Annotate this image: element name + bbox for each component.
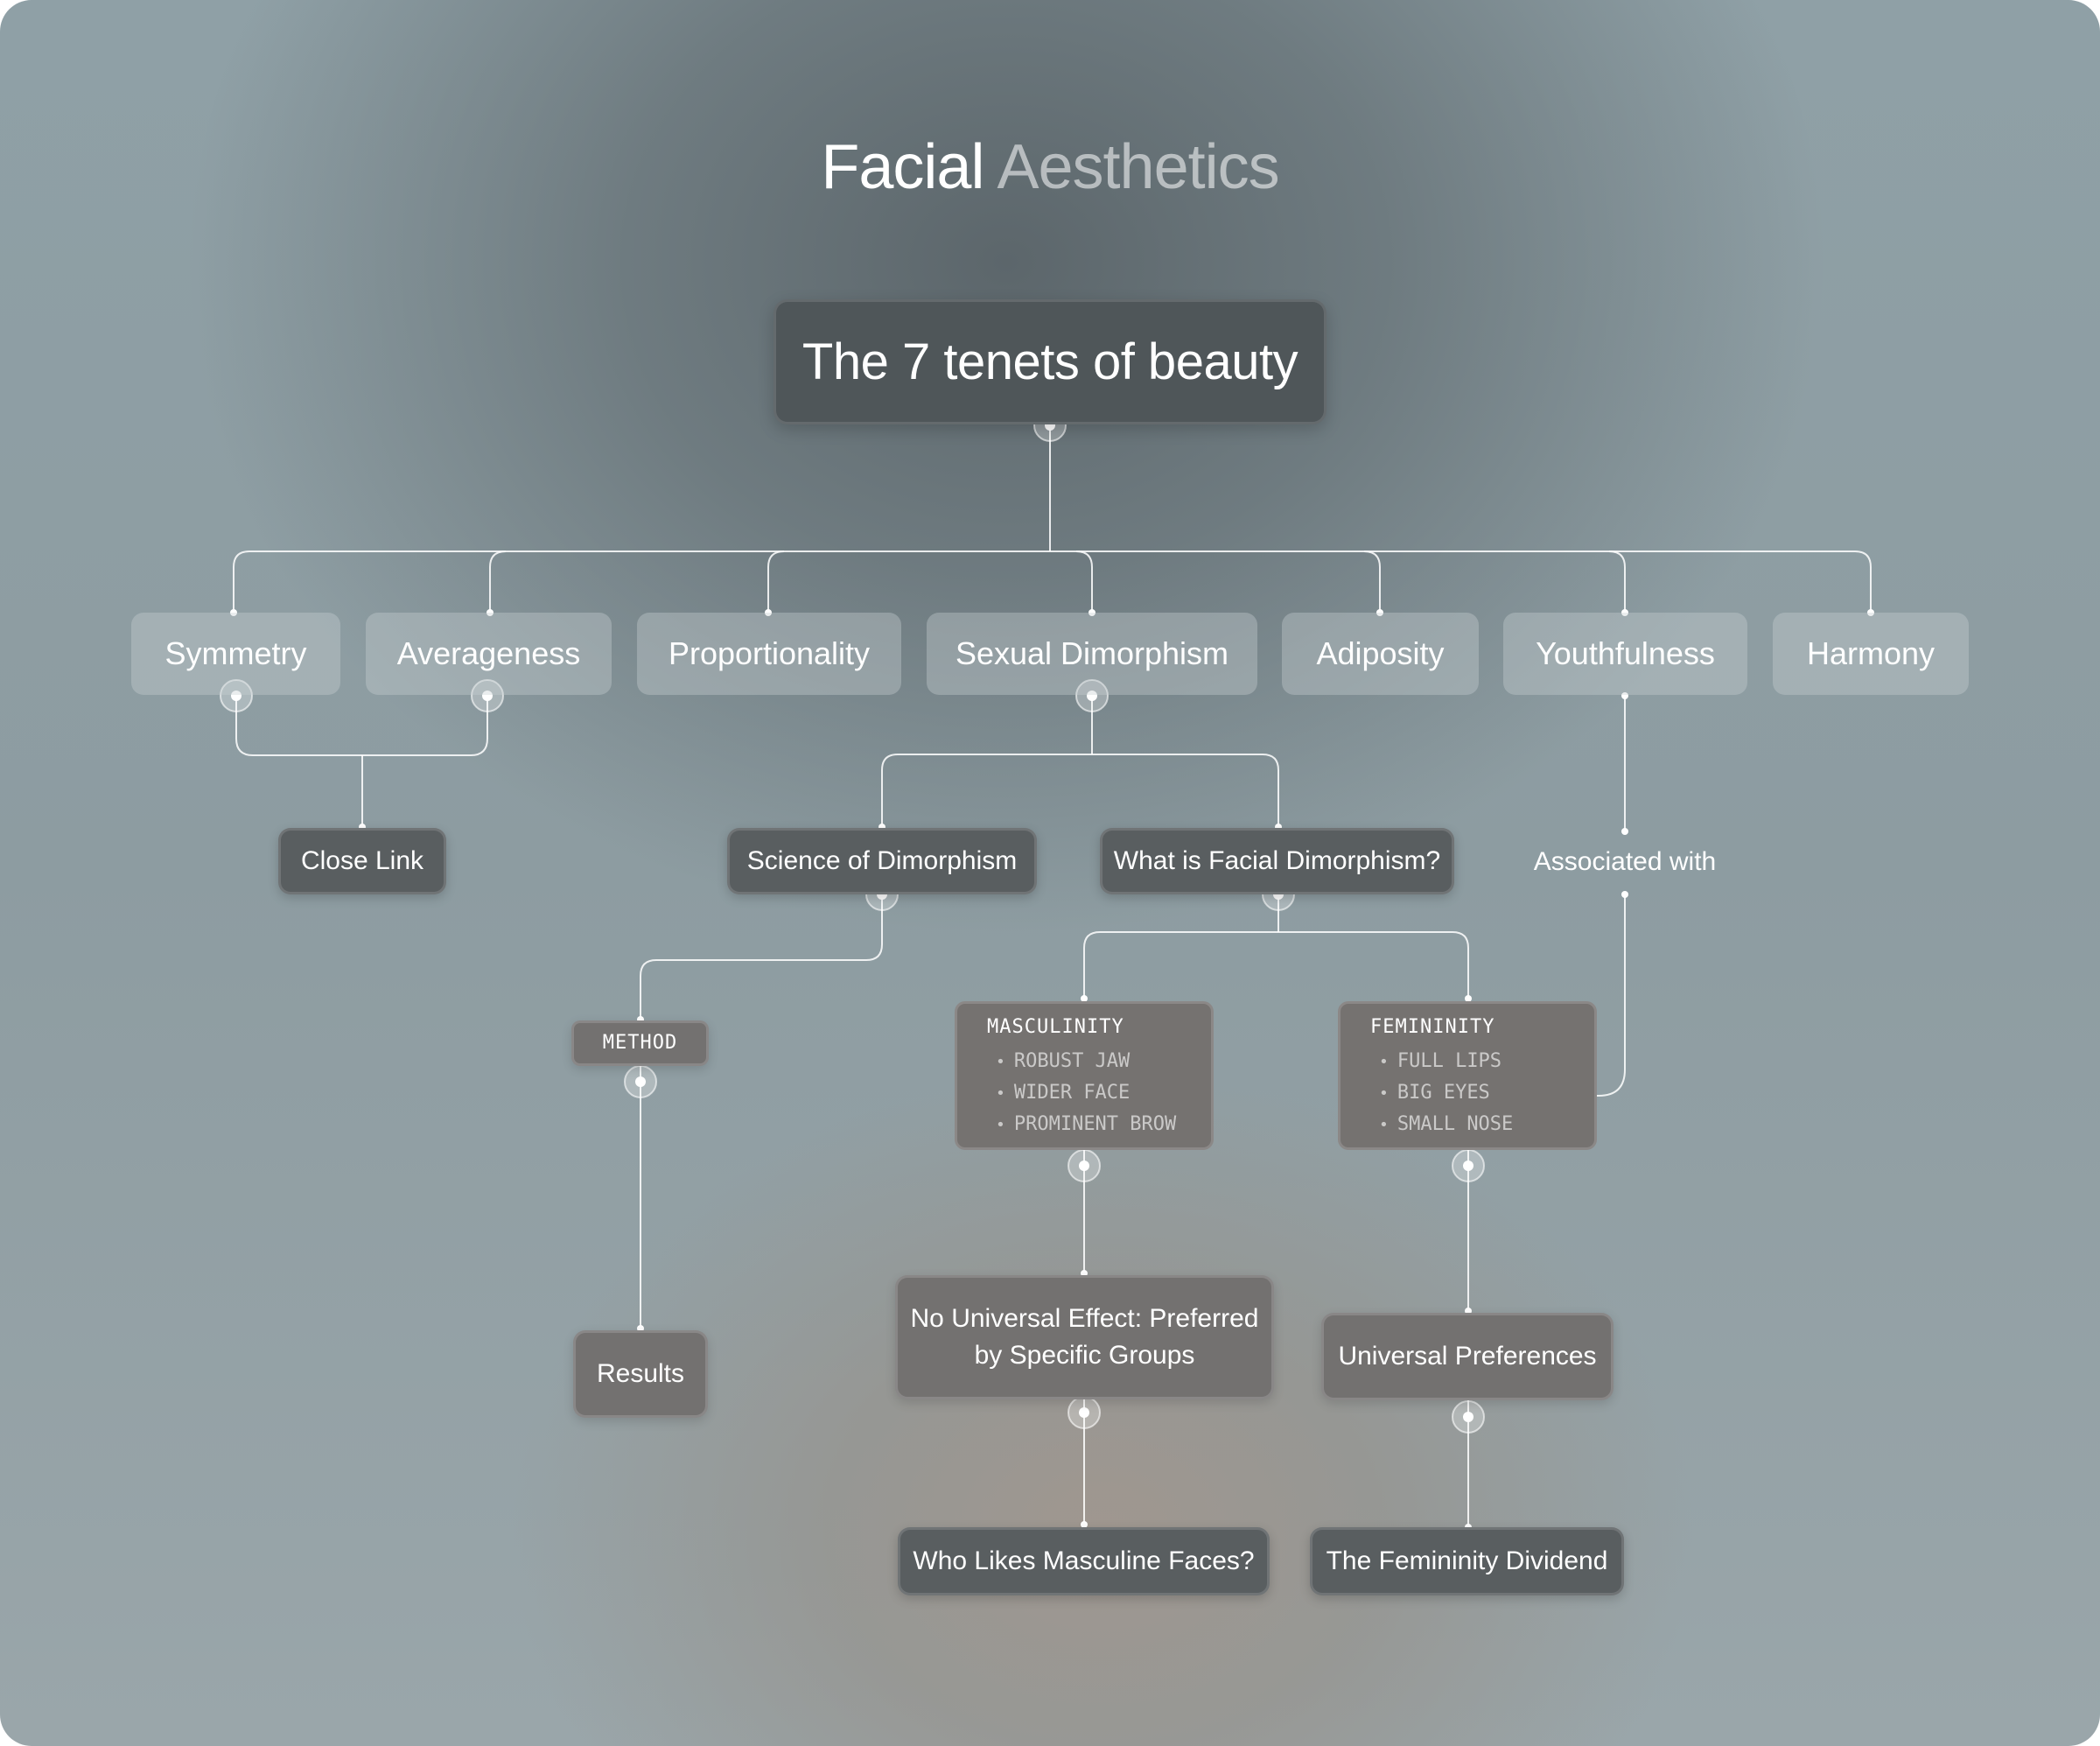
- method-node[interactable]: METHOD: [571, 1020, 709, 1066]
- junction-dot: [1621, 609, 1628, 616]
- no-universal-effect-node[interactable]: No Universal Effect: Preferred by Specif…: [895, 1275, 1274, 1399]
- tenet-proportionality[interactable]: Proportionality: [637, 613, 901, 695]
- junction-dot: [1621, 692, 1628, 699]
- connector-handle[interactable]: [1068, 1396, 1101, 1429]
- tenet-sexual-dimorphism[interactable]: Sexual Dimorphism: [927, 613, 1257, 695]
- connector-adiposity: [1363, 550, 1381, 613]
- connector-dimorphism-split: [881, 754, 1279, 827]
- junction-dot: [1081, 995, 1088, 1002]
- junction-dot: [1621, 828, 1628, 835]
- junction-dot: [765, 609, 772, 616]
- connector-handle[interactable]: [220, 679, 253, 712]
- connector-handle[interactable]: [1452, 1400, 1485, 1434]
- no-universal-line1: No Universal Effect: Preferred: [910, 1304, 1259, 1333]
- connector-handle[interactable]: [471, 679, 504, 712]
- title-primary: Facial: [821, 132, 984, 202]
- femininity-item: FULL LIPS: [1370, 1050, 1594, 1082]
- masculinity-node[interactable]: MASCULINITY ROBUST JAW WIDER FACE PROMIN…: [955, 1001, 1214, 1150]
- results-node[interactable]: Results: [573, 1330, 708, 1418]
- connector-dimorphism: [1075, 550, 1093, 613]
- masculinity-title: MASCULINITY: [987, 1016, 1124, 1038]
- junction-dot: [1465, 995, 1472, 1002]
- connector-science-method: [640, 894, 883, 1020]
- tenet-youthfulness[interactable]: Youthfulness: [1503, 613, 1747, 695]
- junction-dot: [1867, 609, 1874, 616]
- connector-handle[interactable]: [624, 1065, 657, 1098]
- connector-handle[interactable]: [1452, 1149, 1485, 1182]
- connector-symmetry-averageness: [235, 696, 488, 756]
- tenet-harmony[interactable]: Harmony: [1773, 613, 1969, 695]
- tenet-symmetry[interactable]: Symmetry: [131, 613, 340, 695]
- associated-with-label: Associated with: [1533, 847, 1717, 876]
- connector-averageness: [489, 550, 507, 613]
- tenet-adiposity[interactable]: Adiposity: [1282, 613, 1479, 695]
- connector-whatis-split: [1083, 931, 1469, 999]
- connector-handle[interactable]: [1075, 679, 1109, 712]
- connector-associated-femininity: [1596, 894, 1626, 1097]
- root-node[interactable]: The 7 tenets of beauty: [774, 299, 1326, 424]
- junction-dot: [1621, 891, 1628, 898]
- femininity-node[interactable]: FEMININITY FULL LIPS BIG EYES SMALL NOSE: [1338, 1001, 1597, 1150]
- femininity-item: SMALL NOSE: [1370, 1113, 1594, 1145]
- masculinity-item: PROMINENT BROW: [987, 1113, 1211, 1145]
- connector-youthfulness: [1608, 550, 1626, 613]
- close-link-node[interactable]: Close Link: [278, 828, 446, 894]
- what-is-facial-dimorphism-node[interactable]: What is Facial Dimorphism?: [1100, 828, 1454, 894]
- title-secondary: Aesthetics: [997, 132, 1279, 202]
- connector-handle[interactable]: [1068, 1149, 1101, 1182]
- science-of-dimorphism-node[interactable]: Science of Dimorphism: [727, 828, 1037, 894]
- tenet-averageness[interactable]: Averageness: [366, 613, 612, 695]
- page-title: Facial Aesthetics: [0, 131, 2100, 203]
- connector-bus: [233, 550, 1872, 613]
- junction-dot: [230, 609, 237, 616]
- universal-preferences-node[interactable]: Universal Preferences: [1321, 1313, 1614, 1400]
- junction-dot: [1081, 1521, 1088, 1528]
- junction-dot: [1376, 609, 1383, 616]
- no-universal-line2: by Specific Groups: [974, 1341, 1195, 1370]
- masculinity-item: WIDER FACE: [987, 1082, 1211, 1113]
- femininity-dividend-node[interactable]: The Femininity Dividend: [1310, 1527, 1624, 1595]
- connector-proportionality: [767, 550, 785, 613]
- masculinity-item: ROBUST JAW: [987, 1050, 1211, 1082]
- who-likes-masculine-faces-node[interactable]: Who Likes Masculine Faces?: [898, 1527, 1270, 1595]
- femininity-title: FEMININITY: [1370, 1016, 1495, 1038]
- femininity-item: BIG EYES: [1370, 1082, 1594, 1113]
- junction-dot: [486, 609, 494, 616]
- junction-dot: [1088, 609, 1096, 616]
